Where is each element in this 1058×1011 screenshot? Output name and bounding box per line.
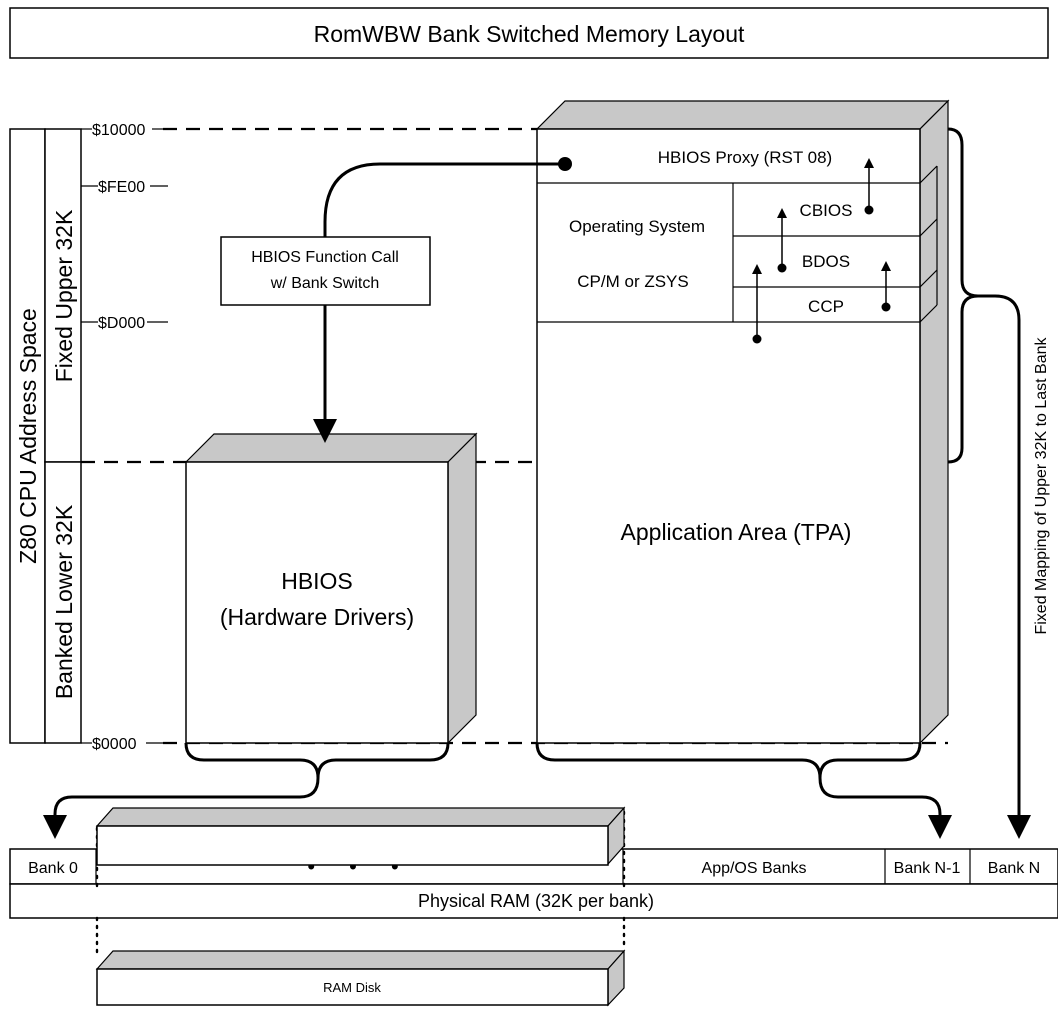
app-block: HBIOS Proxy (RST 08) Operating System CP… (535, 99, 950, 745)
bdos-label: BDOS (802, 252, 850, 271)
os-label: Operating System (569, 217, 705, 236)
diagram-title: RomWBW Bank Switched Memory Layout (314, 21, 745, 47)
ccp-label: CCP (808, 297, 844, 316)
address-fe00: $FE00 (98, 179, 145, 196)
ram-disk-block: RAM Disk (95, 916, 626, 1007)
ram-disk-label: RAM Disk (323, 980, 381, 995)
fixed-mapping-connector: Fixed Mapping of Upper 32K to Last Bank (947, 127, 1050, 839)
ram-cell-app-os-banks: App/OS Banks (702, 860, 807, 877)
os-variant-label: CP/M or ZSYS (577, 272, 688, 291)
address-space-label: Z80 CPU Address Space (15, 308, 41, 564)
bank-mapping-braces (43, 742, 952, 839)
hbios-call-connector: HBIOS Function Call w/ Bank Switch (220, 157, 572, 443)
fixed-upper-label: Fixed Upper 32K (51, 209, 77, 382)
hbios-proxy-label: HBIOS Proxy (RST 08) (658, 148, 832, 167)
call-box-line1: HBIOS Function Call (251, 249, 399, 266)
call-box-line2: w/ Bank Switch (270, 275, 379, 292)
address-0000: $0000 (92, 736, 137, 753)
cbios-label: CBIOS (800, 201, 853, 220)
hbios-block: HBIOS (Hardware Drivers) (184, 432, 478, 745)
address-10000: $10000 (92, 122, 145, 139)
address-space-bar: Z80 CPU Address Space Fixed Upper 32K Ba… (9, 128, 82, 744)
address-markers: $10000 $FE00 $D000 $0000 (81, 122, 168, 753)
address-d000: $D000 (98, 315, 145, 332)
title-box: RomWBW Bank Switched Memory Layout (9, 7, 1049, 59)
fixed-mapping-label: Fixed Mapping of Upper 32K to Last Bank (1033, 336, 1050, 634)
ram-cell-bank-n: Bank N (988, 860, 1040, 877)
physical-ram-label: Physical RAM (32K per bank) (418, 891, 654, 911)
ram-disk (95, 806, 626, 888)
tpa-label: Application Area (TPA) (621, 519, 852, 545)
hbios-subtitle: (Hardware Drivers) (220, 604, 414, 630)
ram-cell-bank-0: Bank 0 (28, 860, 78, 877)
ram-cell-bank-n-minus-1: Bank N-1 (894, 860, 961, 877)
hbios-title: HBIOS (281, 568, 353, 594)
internal-call-arrows (752, 158, 891, 344)
banked-lower-label: Banked Lower 32K (51, 504, 77, 699)
